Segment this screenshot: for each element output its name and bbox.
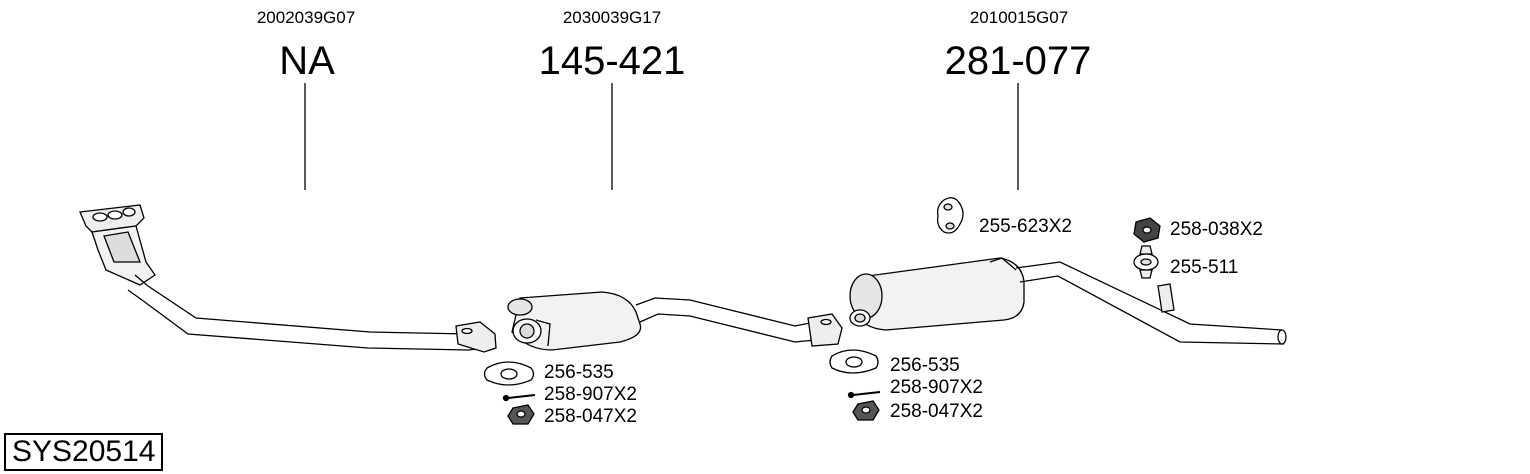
part-number-2: 145-421 <box>538 39 686 83</box>
gasket-icon-left <box>483 361 535 386</box>
label-left-nut: 258-047X2 <box>544 406 637 427</box>
label-nut-b: 258-038X2 <box>1170 219 1263 240</box>
label-right-bolt: 258-907X2 <box>890 377 983 398</box>
label-left-bolt: 258-907X2 <box>544 384 637 405</box>
rubber-hanger-icon <box>936 197 964 234</box>
label-right-gasket: 256-535 <box>890 355 960 376</box>
part-number-3: 281-077 <box>944 39 1092 83</box>
nut-icon-right <box>852 400 880 421</box>
part-number-1: NA <box>279 39 335 83</box>
middle-silencer-part <box>507 291 843 351</box>
front-pipe-part <box>79 204 497 353</box>
bolt-icon-left <box>502 394 536 402</box>
label-hanger-c: 255-511 <box>1170 257 1239 278</box>
oem-number-2: 2030039G17 <box>562 8 662 27</box>
gasket-icon-right <box>829 349 879 374</box>
flange-nut-icon <box>1133 217 1161 243</box>
label-right-nut: 258-047X2 <box>890 401 983 422</box>
bolt-icon-right <box>847 391 881 399</box>
hanger-ring-icon <box>1133 245 1159 279</box>
system-id-box: SYS20514 <box>4 433 164 471</box>
oem-number-3: 2010015G07 <box>969 8 1069 27</box>
rear-silencer-part <box>849 257 1287 345</box>
label-left-gasket: 256-535 <box>544 362 614 383</box>
nut-icon-left <box>507 404 535 425</box>
oem-number-1: 2002039G07 <box>256 8 356 27</box>
label-hanger-a: 255-623X2 <box>979 216 1072 237</box>
